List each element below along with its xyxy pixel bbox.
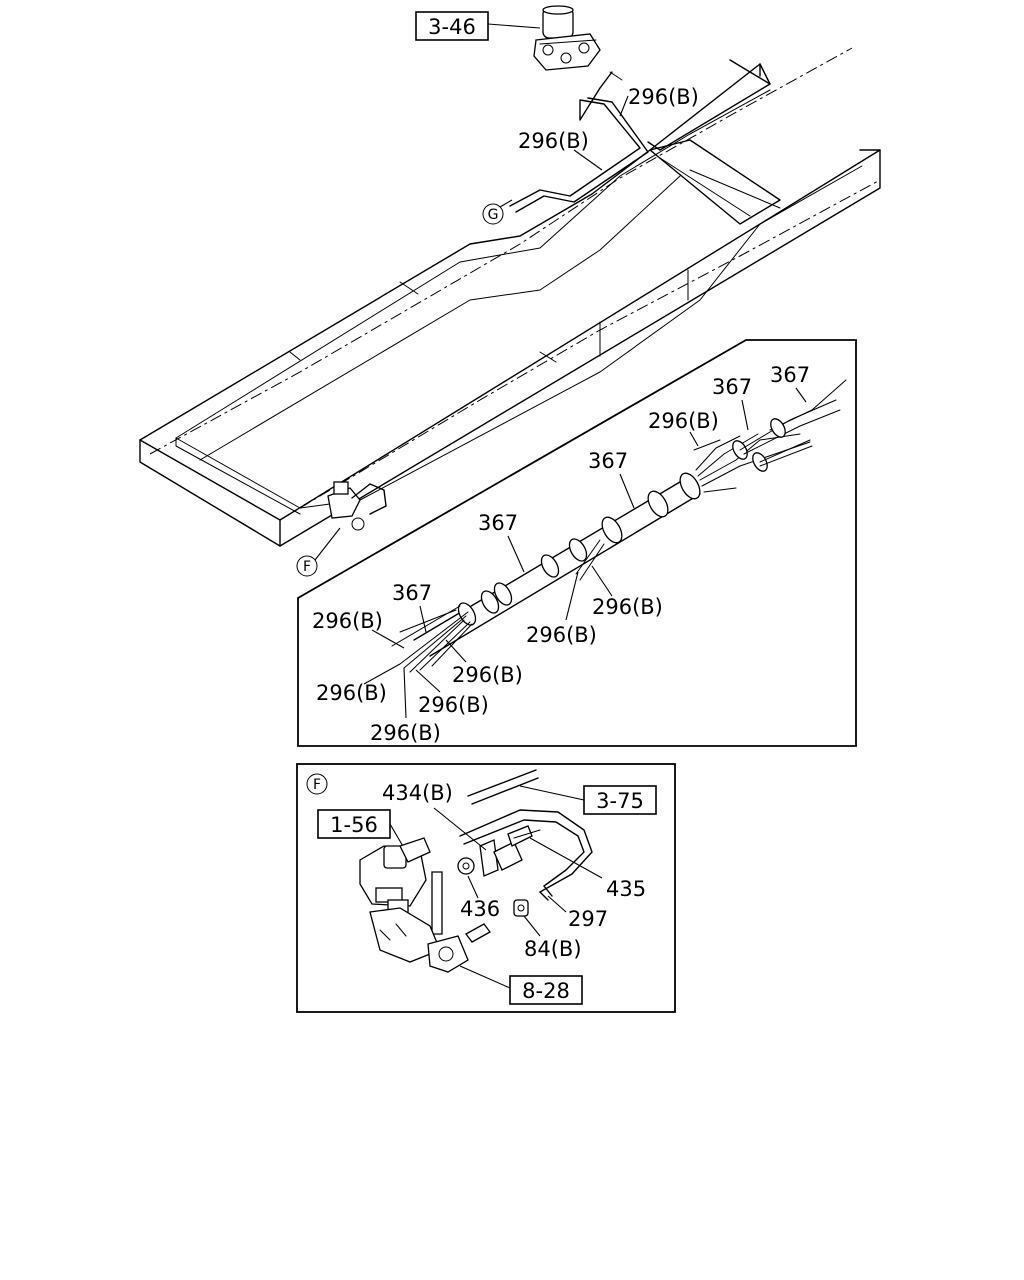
label-upper-pipe-1[interactable]: 296(B) <box>628 85 699 109</box>
label-upper-pipe-2[interactable]: 296(B) <box>518 129 589 153</box>
ref-box-8-28[interactable]: 8-28 <box>509 975 583 1005</box>
valve-f-drawing <box>327 481 387 531</box>
leader-pipe-g <box>415 669 441 693</box>
ref-box-1-56[interactable]: 1-56 <box>317 809 391 839</box>
ref-3-46-label: 3-46 <box>428 15 476 39</box>
leader-upper-pipe-1 <box>619 95 629 117</box>
leader-pipe-f <box>363 663 401 685</box>
marker-f-detail-text: F <box>313 777 321 793</box>
label-bolt-435[interactable]: 435 <box>606 877 646 901</box>
leader-clip-4 <box>507 535 525 573</box>
valve-assembly-drawing <box>359 837 491 973</box>
leader-hose-297 <box>547 895 567 913</box>
label-pipe-a[interactable]: 296(B) <box>648 409 719 433</box>
upper-pipes-drawing <box>509 71 649 213</box>
label-pipe-f[interactable]: 296(B) <box>316 681 387 705</box>
leader-pipe-e <box>445 639 467 663</box>
leader-clip-2 <box>741 399 749 431</box>
label-clip-5[interactable]: 367 <box>392 581 432 605</box>
label-nut-436[interactable]: 436 <box>460 897 500 921</box>
f-detail-panel <box>296 763 676 1013</box>
label-union-84b[interactable]: 84(B) <box>524 937 582 961</box>
label-pipe-b[interactable]: 296(B) <box>592 595 663 619</box>
leader-nut-436 <box>467 875 479 899</box>
leader-pipe-a <box>689 431 699 447</box>
leader-pipe-b <box>591 565 613 597</box>
label-pipe-h[interactable]: 296(B) <box>370 721 441 745</box>
leader-pipe-h <box>403 667 407 719</box>
label-clip-4[interactable]: 367 <box>478 511 518 535</box>
marker-g-text: G <box>488 207 499 223</box>
label-clip-2[interactable]: 367 <box>712 375 752 399</box>
bracket-434b-drawing <box>479 839 523 877</box>
leader-pipe-c <box>565 571 579 621</box>
leader-clip-1 <box>795 387 807 403</box>
leader-bolt-435 <box>529 837 603 879</box>
leader-3-46 <box>487 23 541 29</box>
label-clip-1[interactable]: 367 <box>770 363 810 387</box>
view-marker-g[interactable]: G <box>482 203 504 225</box>
leader-marker-f <box>314 527 341 561</box>
harness-drawing <box>391 379 847 673</box>
ref-8-28-label: 8-28 <box>522 979 570 1003</box>
label-pipe-g[interactable]: 296(B) <box>418 693 489 717</box>
ref-box-3-75[interactable]: 3-75 <box>583 785 657 815</box>
leader-8-28 <box>459 965 511 989</box>
view-marker-f[interactable]: F <box>296 555 318 577</box>
label-pipe-d[interactable]: 296(B) <box>312 609 383 633</box>
hose-297-drawing <box>459 809 593 901</box>
leader-1-56 <box>389 823 405 849</box>
leader-clip-5 <box>419 605 427 633</box>
label-hose-297[interactable]: 297 <box>568 907 608 931</box>
leader-bracket-434b <box>433 807 487 851</box>
bolt-435-drawing <box>507 825 541 847</box>
chassis-frame-drawing <box>139 47 881 547</box>
label-pipe-c[interactable]: 296(B) <box>526 623 597 647</box>
leader-union-84b <box>523 915 541 937</box>
leader-marker-g <box>499 199 513 208</box>
ref-1-56-label: 1-56 <box>330 813 378 837</box>
ref-3-75-label: 3-75 <box>596 789 644 813</box>
harness-detail-panel <box>297 339 857 747</box>
nut-436-drawing <box>457 857 475 875</box>
air-dryer-drawing <box>533 5 601 71</box>
ref-box-3-46[interactable]: 3-46 <box>415 11 489 41</box>
leader-pipe-d <box>371 629 405 649</box>
label-bracket-434b[interactable]: 434(B) <box>382 781 453 805</box>
marker-f-text: F <box>303 559 311 575</box>
union-84b-drawing <box>513 899 529 917</box>
label-clip-3[interactable]: 367 <box>588 449 628 473</box>
pipe-3-75-drawing <box>467 769 537 797</box>
view-marker-f-detail: F <box>306 773 328 795</box>
leader-upper-pipe-2 <box>573 149 603 171</box>
leader-clip-3 <box>619 473 635 509</box>
leader-3-75 <box>519 785 585 801</box>
label-pipe-e[interactable]: 296(B) <box>452 663 523 687</box>
